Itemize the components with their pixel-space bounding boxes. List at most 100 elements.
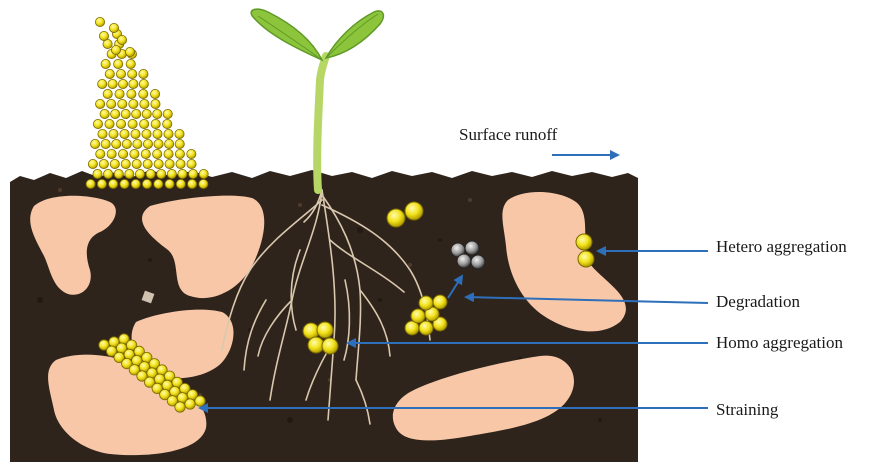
nanoparticle — [121, 109, 130, 118]
nanoparticle — [125, 47, 134, 56]
nanoparticle — [153, 149, 162, 158]
nanoparticle — [107, 99, 116, 108]
hetero-aggregation-label: Hetero aggregation — [716, 238, 847, 255]
nanoparticle — [199, 169, 208, 178]
nanoparticle — [146, 169, 155, 178]
nanoparticle — [118, 79, 127, 88]
nanoparticle — [187, 159, 196, 168]
nanoparticle — [116, 119, 125, 128]
nanoparticle — [175, 149, 184, 158]
nanoparticle — [114, 59, 123, 68]
nanoparticle — [120, 179, 129, 188]
nanoparticle — [150, 89, 159, 98]
nanoparticle — [122, 139, 131, 148]
nanoparticle — [105, 69, 114, 78]
straining-label: Straining — [716, 401, 778, 418]
nanoparticle — [165, 179, 174, 188]
nanoparticle — [108, 79, 117, 88]
nanoparticle — [142, 129, 151, 138]
nanoparticle — [187, 149, 196, 158]
nanoparticle — [118, 149, 127, 158]
nanoparticle — [175, 402, 185, 412]
nanoparticle — [142, 109, 151, 118]
nanoparticle — [130, 149, 139, 158]
nanoparticle — [97, 179, 106, 188]
nanoparticle — [153, 129, 162, 138]
nanoparticle — [116, 69, 125, 78]
nanoparticle — [105, 119, 114, 128]
homo-aggregation-label: Homo aggregation — [716, 334, 843, 351]
nanoparticle — [141, 149, 150, 158]
nanoparticle — [121, 159, 130, 168]
nanoparticle — [93, 119, 102, 128]
nanoparticle — [117, 35, 126, 44]
nanoparticle — [154, 179, 163, 188]
nanoparticle — [132, 159, 141, 168]
nanoparticle — [118, 99, 127, 108]
nanoparticle — [90, 139, 99, 148]
nanoparticle — [125, 169, 134, 178]
surface-runoff-label: Surface runoff — [459, 126, 557, 143]
nanoparticle — [163, 109, 172, 118]
nanoparticle — [176, 159, 185, 168]
nanoparticle — [129, 79, 138, 88]
nanoparticle — [101, 59, 110, 68]
nanoparticle — [164, 129, 173, 138]
nanoparticle — [131, 179, 140, 188]
nanoparticle — [143, 159, 152, 168]
nanoparticle — [98, 79, 107, 88]
nanoparticle — [165, 139, 174, 148]
nanoparticle — [109, 129, 118, 138]
nanoparticle — [142, 179, 151, 188]
nanoparticle — [164, 149, 173, 158]
nanoparticle — [143, 139, 152, 148]
nanoparticle — [115, 89, 124, 98]
nanoparticle — [95, 17, 104, 26]
nanoparticle — [175, 139, 184, 148]
nanoparticle — [199, 179, 208, 188]
nanoparticle — [101, 139, 110, 148]
nanoparticle — [114, 169, 123, 178]
nanoparticle — [154, 159, 163, 168]
nanoparticle — [140, 99, 149, 108]
nanoparticle — [126, 59, 135, 68]
nanoparticle — [99, 31, 108, 40]
nanoparticle — [157, 169, 166, 178]
nanoparticle — [128, 69, 137, 78]
nanoparticle — [139, 79, 148, 88]
right-leaf — [326, 11, 383, 58]
nanoparticle — [175, 129, 184, 138]
nanoparticle — [109, 23, 118, 32]
nanoparticle — [131, 129, 140, 138]
nanoparticle — [185, 399, 195, 409]
nanoparticle — [107, 149, 116, 158]
nanoparticle — [104, 169, 113, 178]
nanoparticle — [128, 119, 137, 128]
nanoparticle — [98, 129, 107, 138]
nanoparticle-pile — [86, 17, 208, 188]
plant-seedling — [251, 9, 383, 190]
nanoparticle — [86, 179, 95, 188]
nanoparticle — [139, 69, 148, 78]
nanoparticle — [176, 179, 185, 188]
nanoparticle — [188, 169, 197, 178]
nanoparticle — [178, 169, 187, 178]
nanoparticle — [129, 99, 138, 108]
nanoparticle — [135, 169, 144, 178]
nanoparticle — [139, 89, 148, 98]
nanoparticle — [88, 159, 97, 168]
nanoparticle — [163, 119, 172, 128]
plant-stem — [317, 56, 326, 190]
nanoparticle — [111, 45, 120, 54]
nanoparticle — [93, 169, 102, 178]
nanoparticle — [154, 139, 163, 148]
nanoparticle — [103, 89, 112, 98]
nanoparticle — [100, 109, 109, 118]
nanoparticle — [132, 109, 141, 118]
nanoparticle — [96, 149, 105, 158]
nanoparticle — [151, 99, 160, 108]
nanoparticle — [140, 119, 149, 128]
nanoparticle — [96, 99, 105, 108]
degradation-label: Degradation — [716, 293, 800, 310]
